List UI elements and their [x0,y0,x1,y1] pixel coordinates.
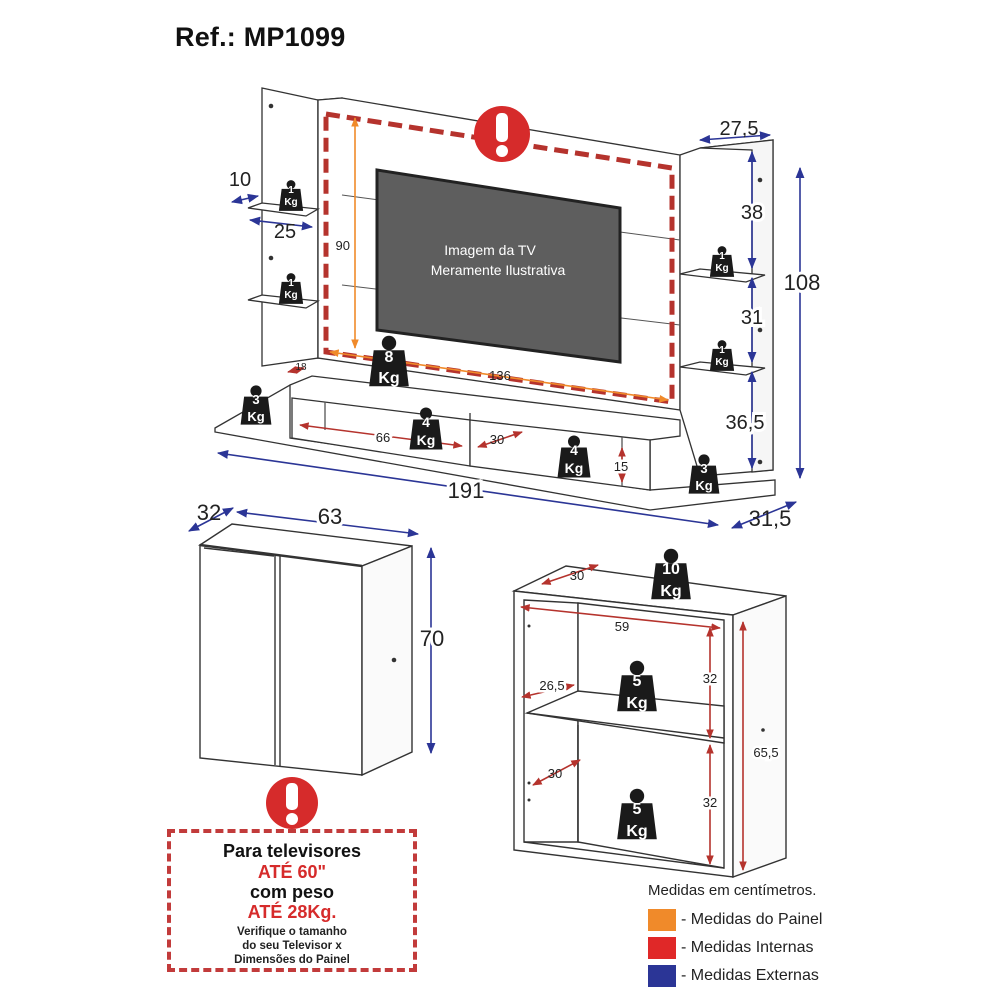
svg-text:1: 1 [288,185,294,196]
svg-text:Kg: Kg [565,460,584,476]
legend-item-external: - Medidas Externas [648,962,822,990]
tv-size-warning-box: Para televisores ATÉ 60" com peso ATÉ 28… [167,829,417,972]
svg-text:4: 4 [422,414,430,430]
dim-total-width: 191 [448,478,485,503]
dim-cabinet-depth: 32 [197,500,221,525]
open-cabinet-dims [520,564,747,871]
dim-cabinet-height: 70 [420,626,444,651]
warning-icon-bottom [266,777,318,829]
svg-text:5: 5 [633,673,642,690]
svg-text:Kg: Kg [626,823,647,840]
svg-text:Kg: Kg [417,432,436,448]
svg-text:Kg: Kg [378,370,399,387]
legend-item-internal: - Medidas Internas [648,934,822,962]
legend-item-panel: - Medidas do Painel [648,906,822,934]
warning-line4: ATÉ 28Kg. [247,902,337,922]
svg-text:1: 1 [719,251,725,262]
page-title: Ref.: MP1099 [175,22,346,52]
svg-text:Kg: Kg [626,695,647,712]
tv-notice-line1: Imagem da TV [444,242,536,258]
svg-text:Kg: Kg [715,263,728,274]
svg-text:5: 5 [633,801,642,818]
svg-text:Kg: Kg [660,583,681,600]
svg-text:Kg: Kg [695,478,712,493]
measurement-legend: Medidas em centímetros. - Medidas do Pai… [648,882,822,990]
svg-text:3: 3 [700,461,707,476]
svg-text:8: 8 [385,349,394,366]
dim-open-lower-height: 32 [703,795,717,810]
svg-text:Kg: Kg [284,197,297,208]
closed-cabinet-dims [188,507,436,755]
closed-cabinet [198,523,413,777]
svg-text:Kg: Kg [247,409,264,424]
legend-swatch-orange [648,909,676,931]
svg-text:Kg: Kg [715,357,728,368]
dim-right-bottom: 36,5 [726,412,765,434]
tv-notice-line2: Meramente Ilustrativa [431,262,566,278]
svg-text:3: 3 [252,392,259,407]
dim-open-total-height: 65,5 [753,745,778,760]
warning-line2: ATÉ 60" [257,862,327,882]
warning-line1: Para televisores [222,841,362,861]
dim-cabinet-width: 63 [318,504,342,529]
warning-icon-top [474,106,530,162]
svg-text:Kg: Kg [284,290,297,301]
dim-inner-width: 136 [489,368,511,383]
dim-inner-height: 90 [336,238,350,253]
dim-niche-left: 66 [376,430,390,445]
legend-swatch-red [648,937,676,959]
dim-open-lower-depth: 30 [548,766,562,781]
svg-text:10: 10 [662,561,680,578]
dim-open-upper-height: 32 [703,671,717,686]
panel-inner-dashed-border [323,111,675,405]
dim-niche-height: 15 [614,459,628,474]
dim-open-top-depth: 30 [570,568,584,583]
legend-heading: Medidas em centímetros. [648,882,817,899]
panel-dims-blue [216,131,805,529]
warning-line3: com peso [249,882,335,902]
dim-shelf-width: 25 [274,221,296,243]
svg-text:4: 4 [570,442,578,458]
dim-total-depth: 31,5 [749,506,792,531]
dim-right-top: 38 [741,202,763,224]
dim-rack-depth-small: 18 [295,362,307,373]
dim-niche-mid: 30 [490,432,504,447]
dim-right-width: 27,5 [720,118,759,140]
svg-text:1: 1 [719,345,725,356]
svg-text:1: 1 [288,278,294,289]
dim-total-height: 108 [784,270,821,295]
dim-open-inner-width: 59 [615,619,629,634]
dim-right-mid: 31 [741,307,763,329]
dim-open-shelf-depth: 26,5 [539,678,564,693]
warning-small-text: Verifique o tamanho do seu Televisor x D… [234,926,350,966]
legend-swatch-blue [648,965,676,987]
dim-shelf-depth: 10 [229,169,251,191]
